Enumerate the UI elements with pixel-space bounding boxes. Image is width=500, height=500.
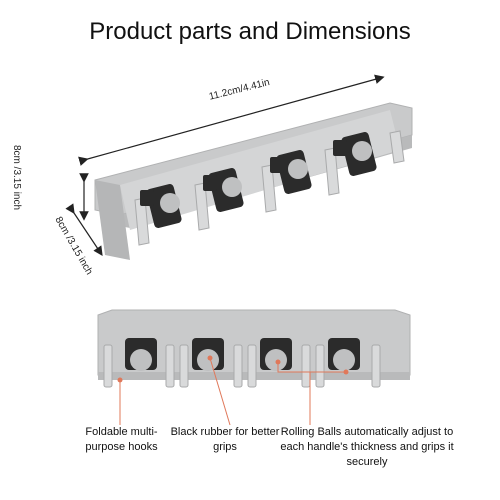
depth-arrow [65,203,103,256]
product-front-view [97,309,411,388]
length-arrow [78,74,385,166]
callout-hooks: Foldable multi-purpose hooks [85,426,158,453]
callout-balls: Rolling Balls automatically adjust to ea… [280,426,454,468]
page-title: Product parts and Dimensions [89,18,411,45]
callout-pointers [119,357,346,426]
product-angled-view [94,102,413,260]
callout-rubber: Black rubber for better grips [170,426,280,453]
